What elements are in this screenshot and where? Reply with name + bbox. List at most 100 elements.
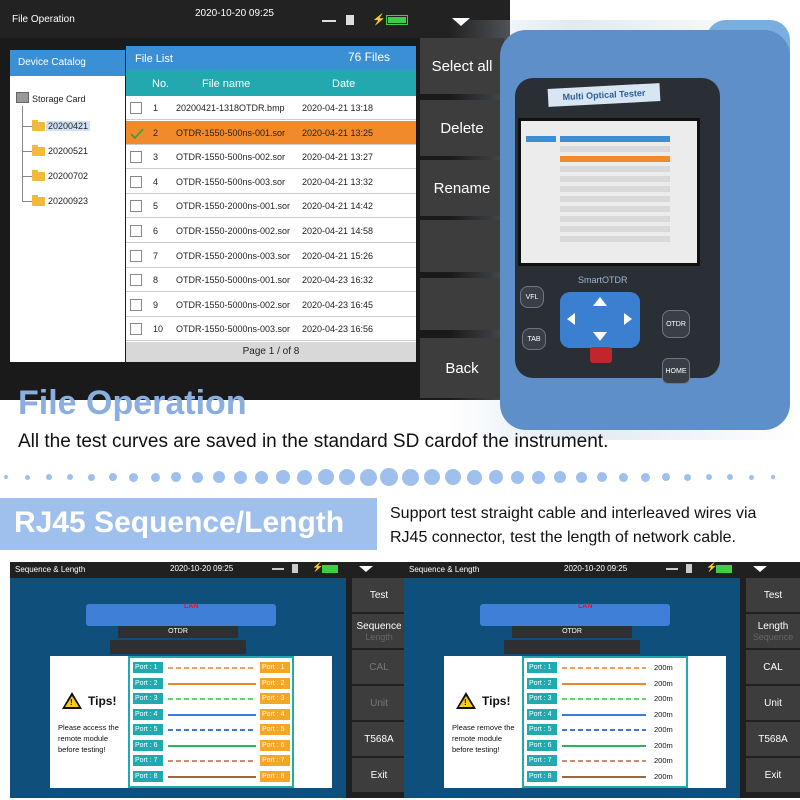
empty-button[interactable]: [420, 278, 504, 330]
checkbox[interactable]: [130, 200, 142, 213]
file-name: OTDR-1550-2000ns-002.sor: [176, 226, 291, 236]
side-button[interactable]: Test: [352, 578, 406, 612]
tips-message: Please access the remote module before t…: [58, 723, 119, 754]
side-button[interactable]: Unit: [746, 686, 800, 720]
delete-button[interactable]: Delete: [420, 100, 504, 156]
port-right: Port : 7: [260, 755, 290, 766]
file-name: OTDR-1550-5000ns-001.sor: [176, 275, 291, 286]
storage-card-label[interactable]: Storage Card: [32, 94, 86, 104]
side-button-label: T568A: [364, 733, 394, 745]
usb-icon: [272, 568, 284, 570]
file-name: 20200421-1318OTDR.bmp: [176, 103, 285, 113]
divider-dot: [575, 471, 587, 483]
checkbox[interactable]: [130, 151, 142, 164]
side-button[interactable]: CAL: [352, 650, 406, 684]
folder-item[interactable]: 20200521: [48, 146, 89, 156]
checkbox[interactable]: [130, 102, 142, 114]
divider-dot: [684, 473, 692, 481]
file-list-header: File List 76 Files: [126, 46, 416, 70]
file-name: OTDR-1550-5000ns-003.sor: [176, 324, 291, 335]
file-date: 2020-04-21 13:27: [302, 152, 374, 163]
divider-dot: [510, 470, 524, 484]
back-button[interactable]: Back: [420, 338, 504, 398]
checkbox[interactable]: [130, 249, 142, 262]
port-left: Port : 6: [527, 739, 557, 751]
file-date: 2020-04-21 14:42: [302, 201, 374, 212]
tab-key[interactable]: TAB: [522, 328, 546, 350]
side-button[interactable]: CAL: [746, 650, 800, 684]
vfl-key[interactable]: VFL: [520, 286, 544, 308]
folder-item-selected[interactable]: 20200421: [46, 121, 91, 131]
file-no: 7: [153, 250, 159, 261]
file-list-label: File List: [135, 53, 173, 65]
dropdown-icon[interactable]: [359, 566, 373, 572]
select-all-button[interactable]: Select all: [420, 38, 504, 94]
port-left: Port : 1: [527, 662, 557, 673]
port-left: Port : 2: [527, 677, 557, 689]
side-button[interactable]: Exit: [352, 758, 406, 792]
checkbox[interactable]: [130, 175, 142, 188]
folder-item[interactable]: 20200702: [48, 171, 89, 181]
sd-card-icon: [292, 564, 298, 573]
panel-clock: 2020-10-20 09:25: [564, 564, 628, 573]
wire-line: [168, 744, 256, 747]
side-button[interactable]: T568A: [746, 722, 800, 756]
sd-card-icon: [346, 15, 354, 25]
wire-line: [168, 713, 256, 716]
side-button[interactable]: T568A: [352, 722, 406, 756]
side-button[interactable]: Unit: [352, 686, 406, 720]
rename-button[interactable]: Rename: [420, 160, 504, 216]
warning-icon: [62, 692, 82, 709]
file-no: 3: [153, 152, 159, 163]
cable-length: 200m: [654, 694, 673, 703]
battery-icon: [322, 565, 338, 573]
divider-dot: [553, 471, 566, 483]
file-date: 2020-04-21 13:18: [302, 103, 374, 113]
checkbox[interactable]: [130, 323, 142, 336]
divider-dot: [108, 473, 117, 481]
file-no: 4: [153, 176, 159, 187]
empty-button[interactable]: [420, 220, 504, 272]
checkbox[interactable]: [130, 274, 142, 287]
otdr-key[interactable]: OTDR: [662, 310, 690, 338]
arrow-up-icon[interactable]: [593, 297, 607, 306]
folder-item[interactable]: 20200923: [48, 196, 89, 206]
side-button[interactable]: Exit: [746, 758, 800, 792]
side-button[interactable]: Test: [746, 578, 800, 612]
warning-icon: [456, 692, 476, 709]
side-button-sublabel: Sequence: [752, 631, 794, 642]
side-button-sublabel: Length: [365, 631, 393, 642]
checkbox[interactable]: [130, 298, 142, 311]
port-right: Port : 3: [260, 693, 290, 704]
file-no: 10: [153, 324, 164, 335]
arrow-right-icon[interactable]: [624, 313, 632, 325]
checkbox[interactable]: [130, 225, 142, 237]
exclamation-icon: !: [70, 698, 73, 707]
column-date: Date: [332, 78, 356, 90]
home-key[interactable]: HOME: [662, 358, 690, 384]
port-right: Port : 5: [260, 724, 290, 735]
wire-line: [562, 698, 646, 700]
arrow-down-icon[interactable]: [593, 332, 607, 341]
divider-dot: [192, 471, 204, 483]
side-button-label: Exit: [370, 769, 388, 781]
dropdown-icon[interactable]: [753, 566, 767, 572]
divider-dot: [705, 474, 712, 480]
port-left: Port : 6: [133, 739, 163, 751]
check-icon[interactable]: [130, 127, 144, 139]
power-button[interactable]: [590, 347, 612, 363]
arrow-left-icon[interactable]: [567, 313, 575, 325]
